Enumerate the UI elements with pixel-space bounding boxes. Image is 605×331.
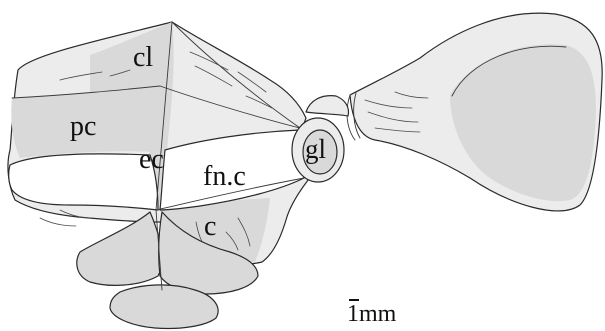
label-pc: pc — [70, 113, 96, 141]
gland-top-cap — [306, 96, 349, 116]
lower-left-lobe — [77, 212, 162, 285]
label-gl: gl — [305, 136, 326, 163]
scale-label: 1mm — [347, 302, 396, 326]
label-ec: ec — [139, 146, 164, 174]
label-cl: cl — [133, 44, 153, 72]
label-fn-c: fn.c — [203, 163, 246, 191]
label-c: c — [204, 213, 216, 241]
